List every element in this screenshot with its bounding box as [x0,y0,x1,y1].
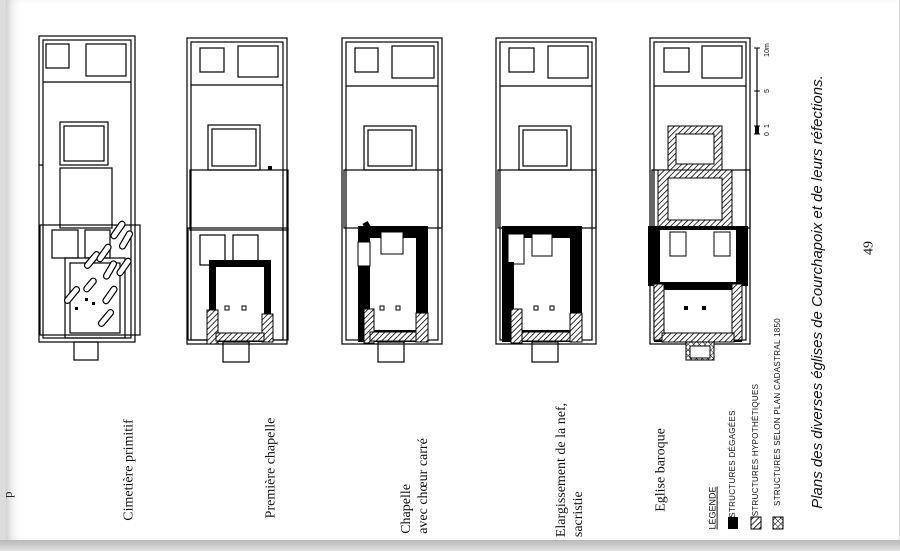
scale-label-1: 1 [763,124,771,128]
page-bottom-edge [0,540,900,551]
label-line: sacristie [571,491,586,538]
legend-title: LÉGENDE [707,486,718,530]
plan-premiere-chapelle [186,37,289,363]
legend-item-solid: STRUCTURES DÉGAGÉES [728,410,738,518]
label-eglise-baroque: Eglise baroque [653,428,669,512]
scale-label-5: 5 [763,89,771,93]
legend-item-hatched: STRUCTURES HYPOTHÉTIQUES [751,383,761,517]
legend-item-cross-hatched: STRUCTURES SELON PLAN CADASTRAL 1850 [773,318,783,506]
figure-caption: Plans des diverses églises de Courchapoi… [809,75,826,509]
legend-swatch-hatched [750,516,762,530]
scale-bar [754,47,760,135]
label-line: avec chœur carré [416,438,431,534]
label-cimetiere-primitif: Cimetière primitif [121,419,137,521]
label-chapelle-choeur-carre: Chapelle avec chœur carré [399,438,433,534]
legend-swatch-solid [728,517,738,529]
legend-swatch-cross-hatched [772,516,784,530]
scale-label-0: 0 [763,132,771,136]
plan-chapelle-choeur-carre [341,37,443,363]
label-line: Elargissement de la nef, [554,402,570,538]
label-premiere-chapelle: Première chapelle [263,417,279,519]
plan-cimetiere-primitif [38,35,141,361]
scale-label-10m: 10m [763,43,771,57]
plan-elargissement-nef [495,37,597,363]
plan-eglise-baroque [648,37,751,361]
edge-text: p [0,491,15,499]
label-line: Chapelle [399,484,415,534]
legend-swatches [728,516,784,530]
page-number: 49 [861,241,877,255]
label-elargissement-nef: Elargissement de la nef, sacristie [554,403,588,537]
